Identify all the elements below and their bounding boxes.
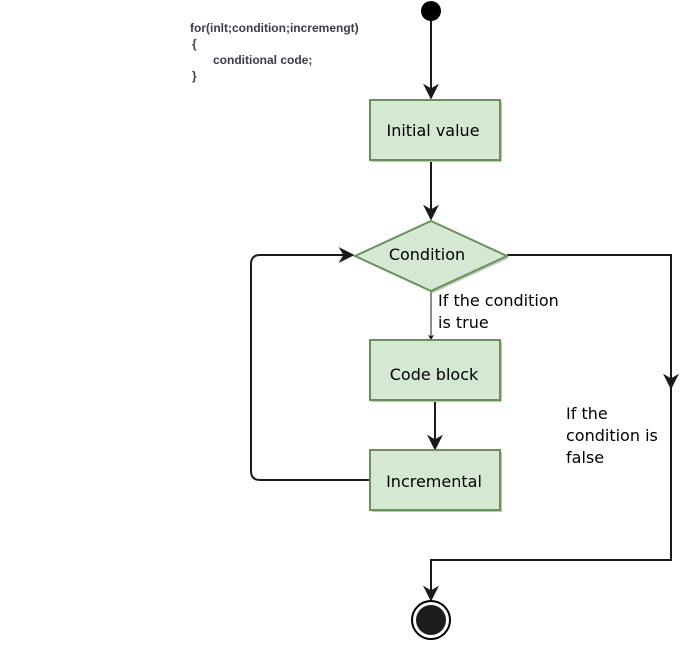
true-branch-label: If the condition is true bbox=[438, 291, 559, 332]
code-line-4: } bbox=[192, 69, 197, 83]
condition-false-arrow bbox=[507, 254, 679, 390]
end-node bbox=[411, 600, 451, 640]
condition-node: Condition bbox=[352, 219, 510, 293]
false-label-line-1: If the bbox=[566, 404, 608, 423]
incremental-label: Incremental bbox=[386, 472, 482, 491]
false-branch-label: If the condition is false bbox=[566, 404, 658, 467]
false-to-end-arrow bbox=[423, 388, 672, 602]
code-line-2: { bbox=[192, 37, 197, 51]
incremental-node: Incremental bbox=[369, 449, 502, 512]
code-block-node: Code block bbox=[369, 339, 502, 402]
connectors bbox=[250, 21, 679, 602]
true-label-line-1: If the condition bbox=[438, 291, 559, 310]
loop-back-arrow bbox=[250, 247, 369, 481]
initial-value-node: Initial value bbox=[369, 99, 502, 162]
code-line-3: conditional code; bbox=[213, 53, 312, 67]
false-label-line-3: false bbox=[566, 448, 604, 467]
code-block-label: Code block bbox=[390, 365, 479, 384]
start-node bbox=[421, 1, 441, 21]
true-label-line-2: is true bbox=[438, 313, 489, 332]
code-snippet: for(inlt;condition;incremengt) { conditi… bbox=[190, 21, 359, 83]
initial-value-label: Initial value bbox=[386, 121, 479, 140]
condition-label: Condition bbox=[389, 245, 465, 264]
false-label-line-2: condition is bbox=[566, 426, 658, 445]
code-line-1: for(inlt;condition;incremengt) bbox=[190, 21, 359, 35]
